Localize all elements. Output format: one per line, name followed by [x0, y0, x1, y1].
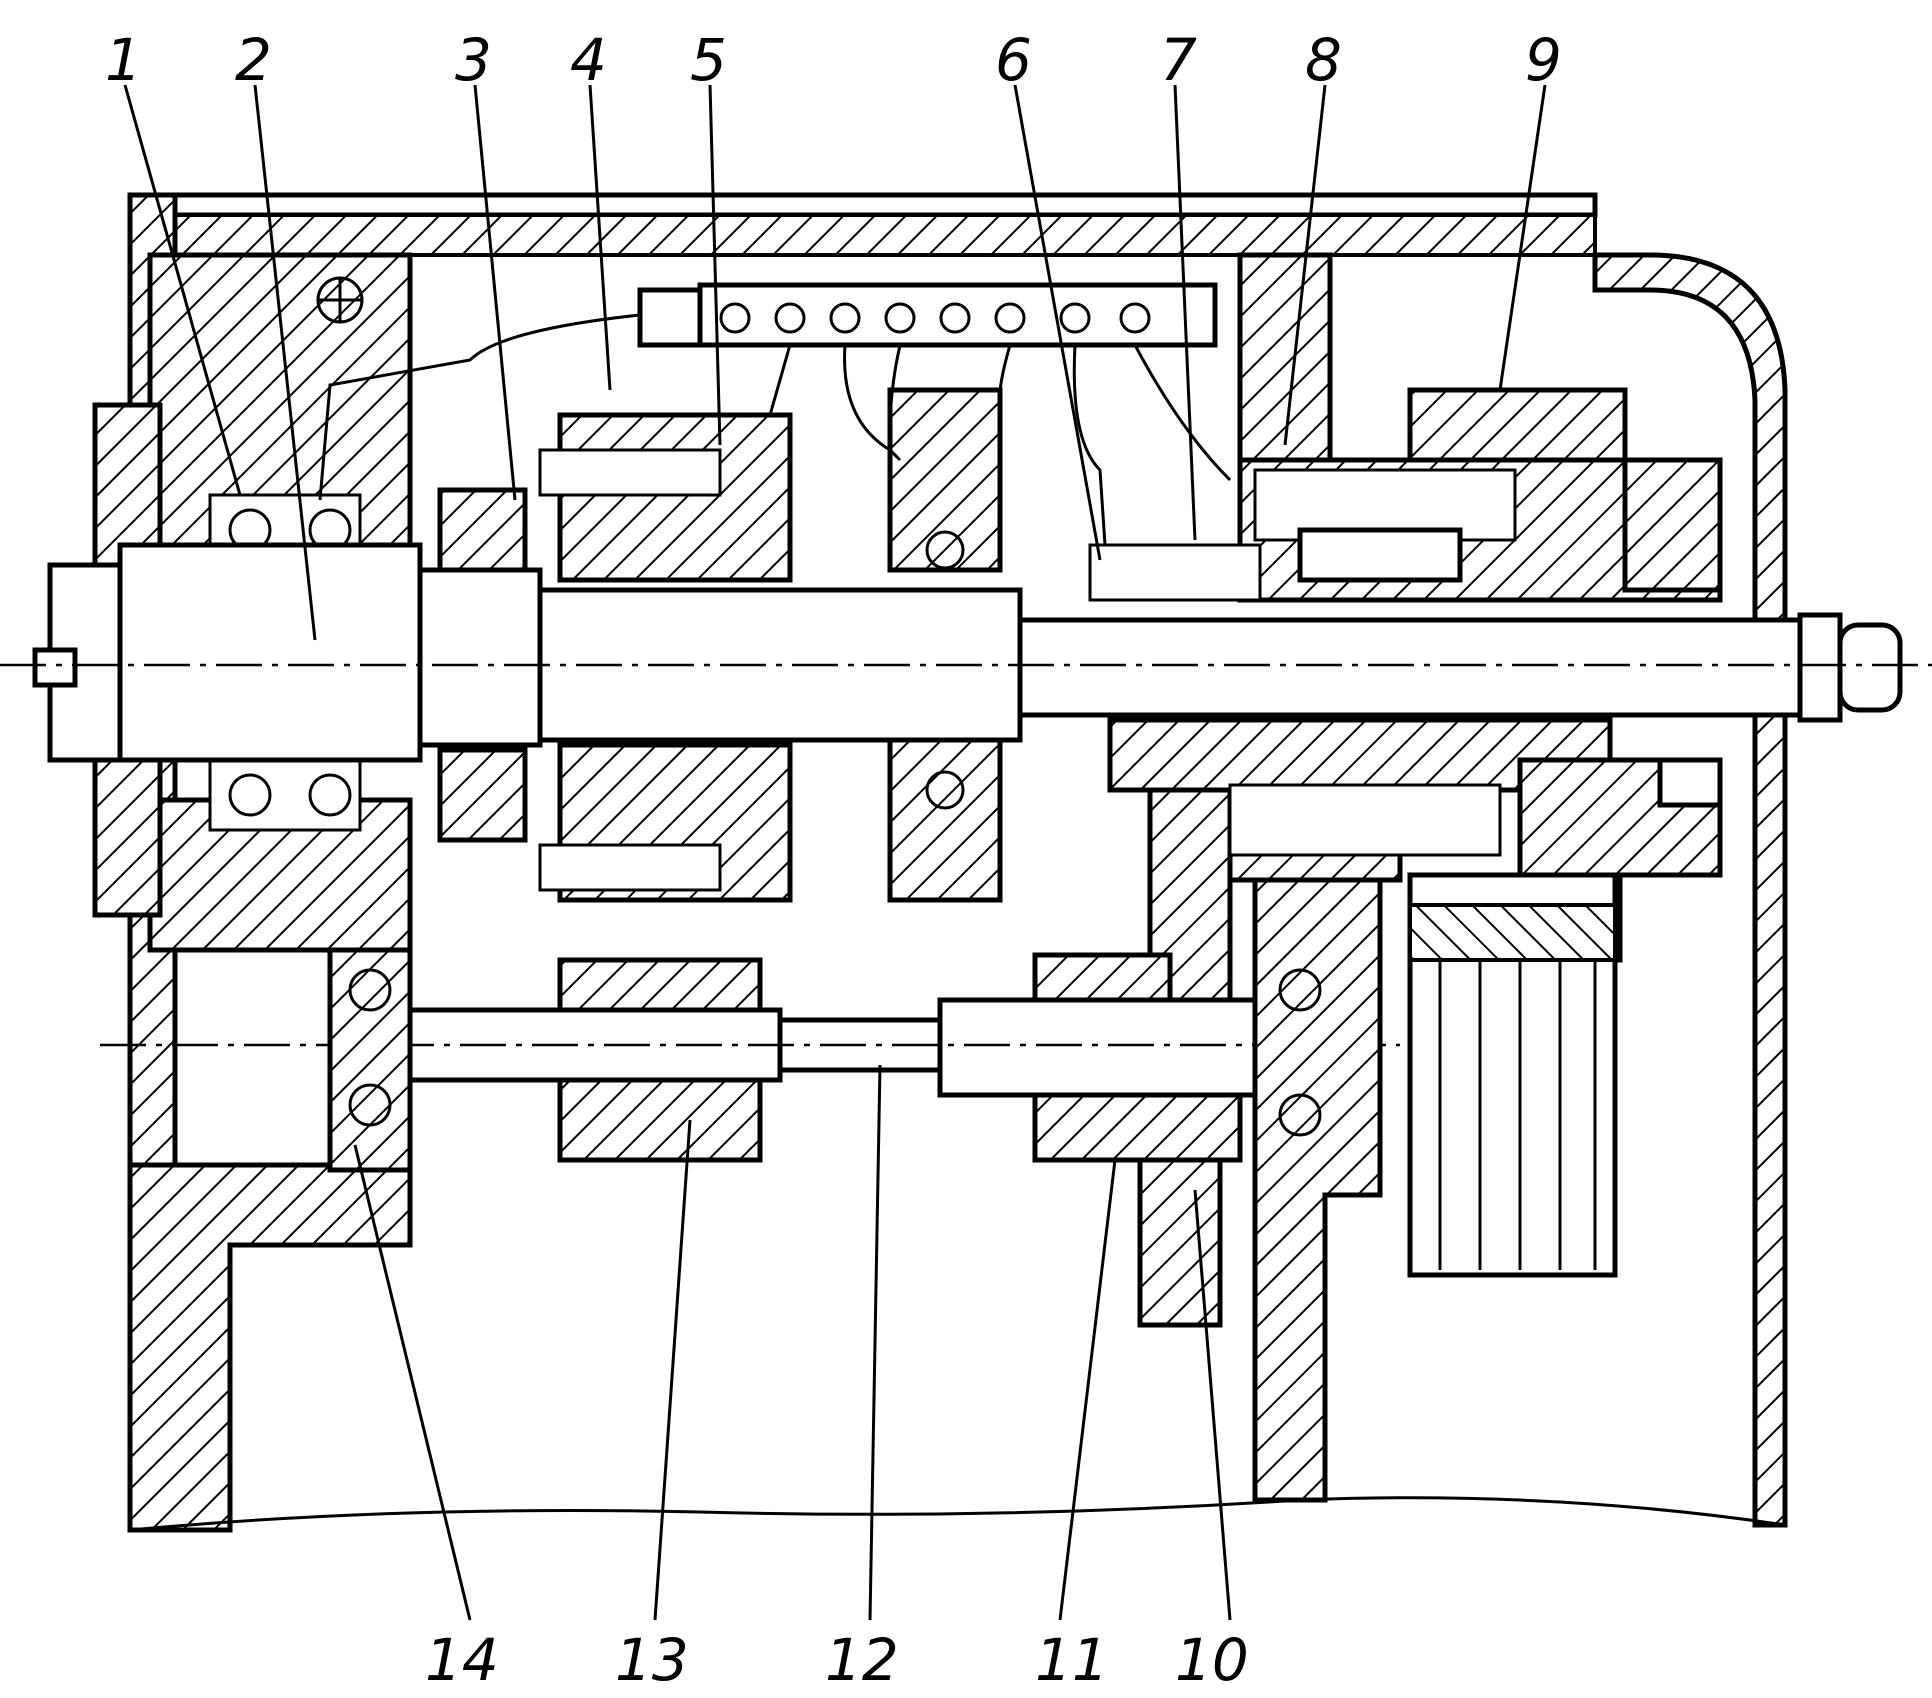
callout-5: 5 [690, 26, 727, 94]
leader-lines [123, 84, 1547, 1621]
callout-11: 11 [1035, 1626, 1109, 1694]
callout-6: 6 [995, 26, 1032, 94]
callout-3: 3 [455, 26, 492, 94]
callout-9: 9 [1525, 26, 1562, 94]
callout-10: 10 [1175, 1626, 1249, 1694]
callouts-bottom: 14 13 12 11 10 [425, 1626, 1249, 1694]
main-shaft-gears [437, 387, 1003, 903]
housing [127, 192, 1788, 1533]
callout-2: 2 [235, 26, 272, 94]
callout-8: 8 [1305, 26, 1342, 94]
callout-7: 7 [1160, 26, 1197, 94]
callout-12: 12 [825, 1626, 899, 1694]
callout-13: 13 [615, 1626, 689, 1694]
oil-manifold [318, 282, 1232, 546]
callout-4: 4 [570, 26, 607, 94]
callouts-top: 1 2 3 4 5 6 7 8 9 [105, 26, 1562, 94]
right-clutch-assembly [1088, 252, 1723, 1278]
callout-1: 1 [105, 26, 142, 94]
main-shaft [0, 542, 1932, 763]
callout-14: 14 [425, 1626, 499, 1694]
countershaft [100, 877, 1400, 1503]
